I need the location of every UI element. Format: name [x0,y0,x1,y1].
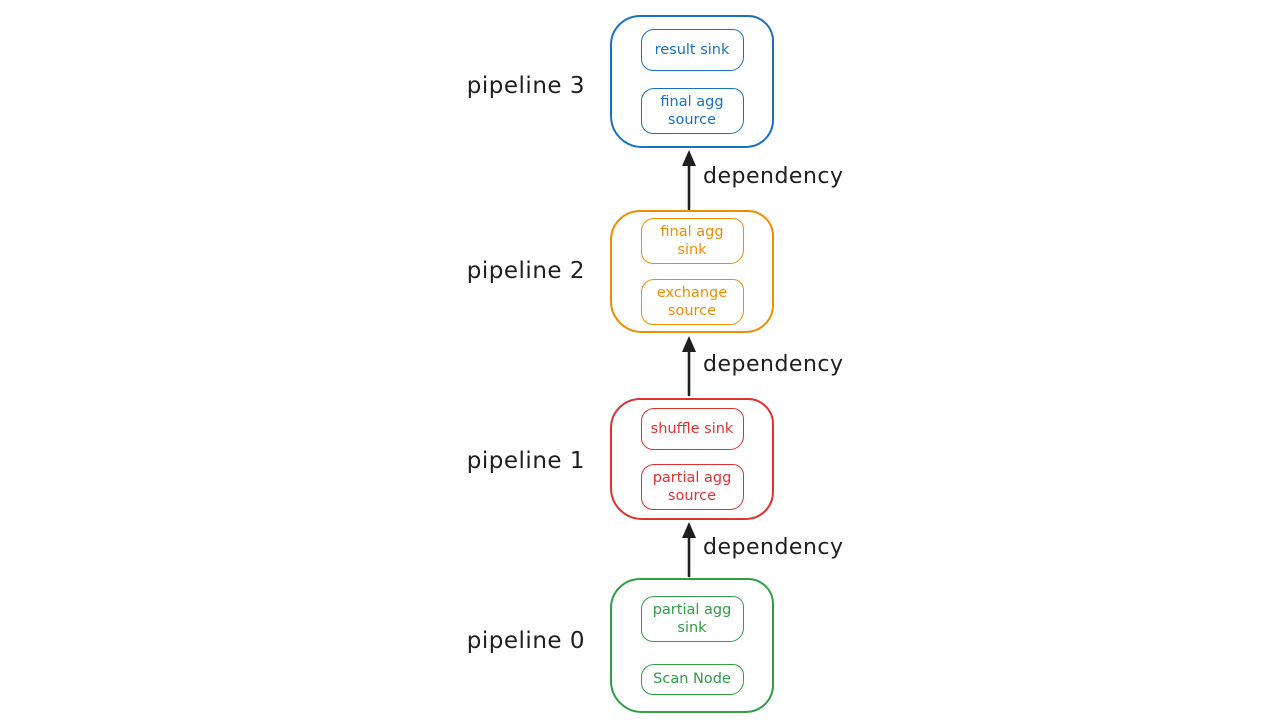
pipeline-box-3: result sink final agg source [610,15,774,148]
node-shuffle-sink: shuffle sink [640,408,744,450]
node-final-agg-source: final agg source [640,88,744,134]
node-exchange-source: exchange source [640,279,744,325]
node-partial-agg-source: partial agg source [640,464,744,510]
pipeline-label-3: pipeline 3 [466,73,585,99]
dependency-label: dependency [703,164,844,189]
node-partial-agg-sink: partial agg sink [640,596,744,642]
pipeline-box-0: partial agg sink Scan Node [610,578,774,713]
arrow-up-icon [682,336,696,397]
node-scan-node: Scan Node [640,664,744,695]
pipeline-label-1: pipeline 1 [466,448,585,474]
pipeline-label-0: pipeline 0 [466,628,585,654]
node-result-sink: result sink [640,29,744,71]
pipeline-label-2: pipeline 2 [466,258,585,284]
pipeline-box-1: shuffle sink partial agg source [610,398,774,520]
pipeline-box-2: final agg sink exchange source [610,210,774,333]
dependency-label: dependency [703,535,844,560]
arrow-up-icon [682,522,696,578]
arrow-up-icon [682,150,696,211]
node-final-agg-sink: final agg sink [640,218,744,264]
dependency-label: dependency [703,352,844,377]
